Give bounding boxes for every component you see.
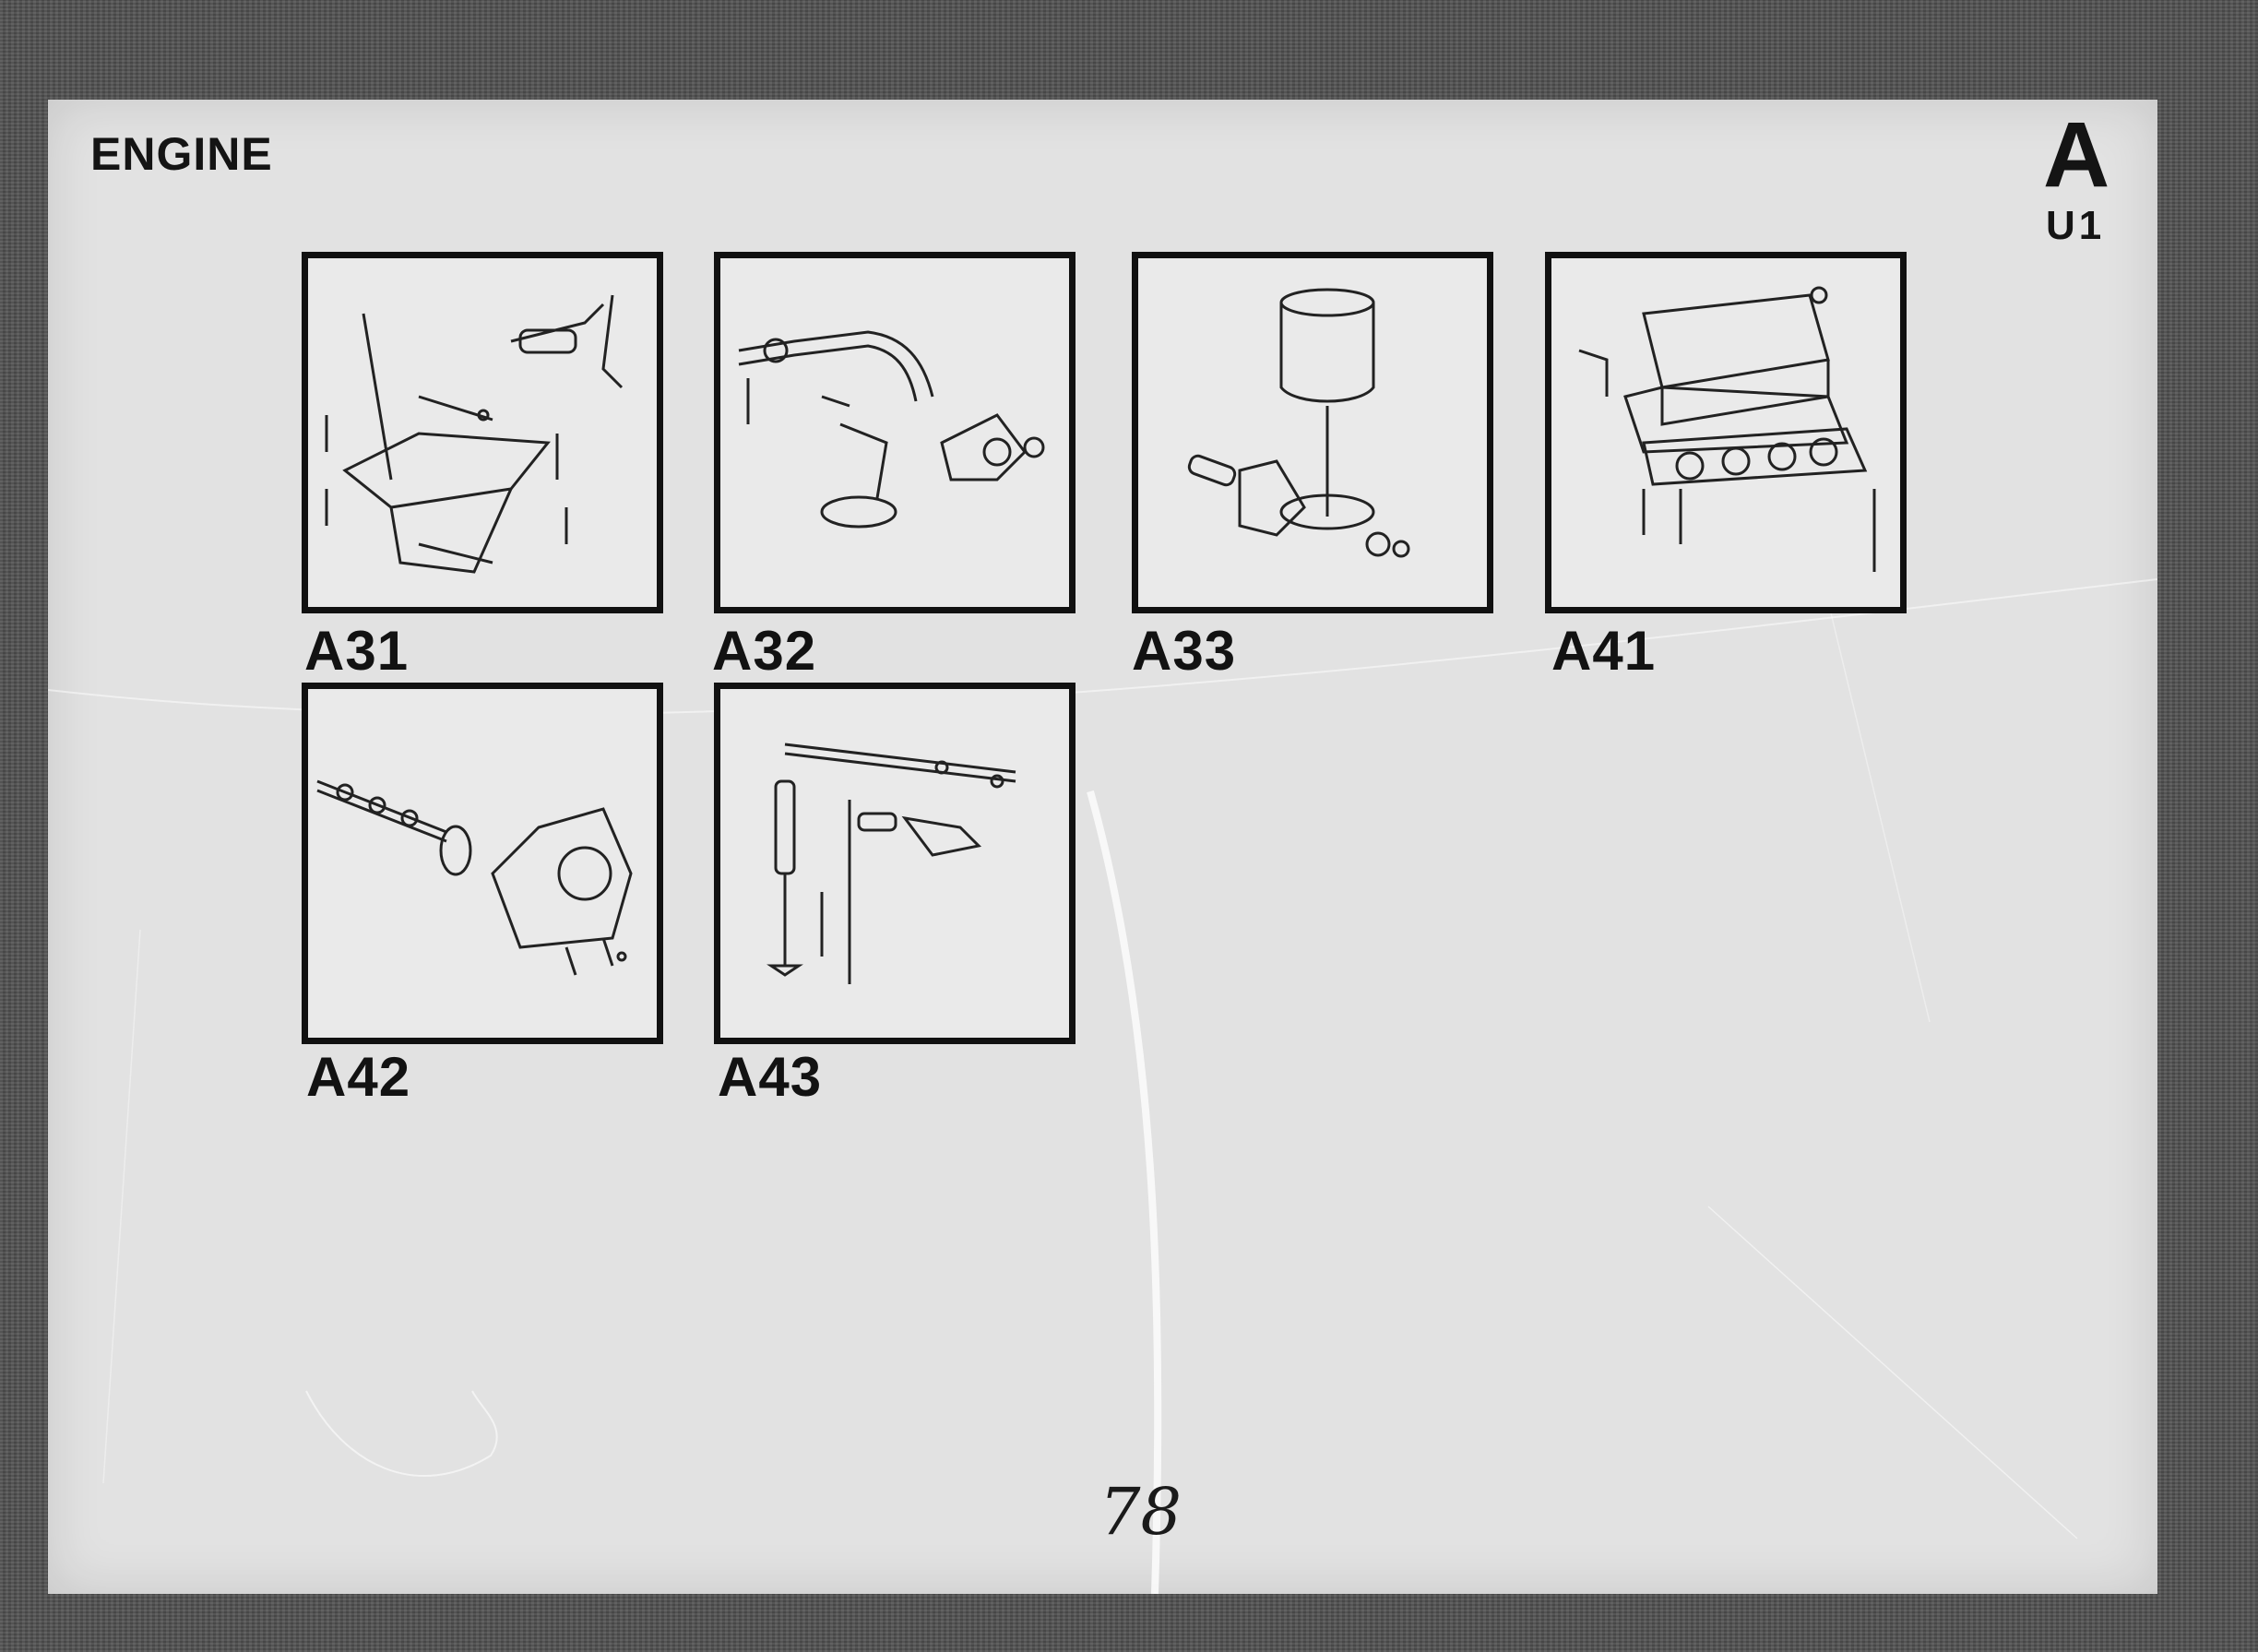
tile-label-a43[interactable]: A43 — [718, 1046, 823, 1108]
tile-label-a32[interactable]: A32 — [712, 620, 817, 682]
tile-a41[interactable] — [1545, 252, 1907, 613]
page-number: 78 — [1099, 1474, 1182, 1550]
camshaft-timing-icon — [316, 779, 633, 976]
tile-label-a31[interactable]: A31 — [304, 620, 410, 682]
tile-a31[interactable] — [302, 252, 663, 613]
tile-a42[interactable] — [302, 683, 663, 1044]
tile-label-a41[interactable]: A41 — [1551, 620, 1657, 682]
catalog-page: ENGINE A U1 A31 — [48, 100, 2157, 1594]
tile-label-a33[interactable]: A33 — [1132, 620, 1237, 682]
section-title: ENGINE — [90, 128, 273, 180]
tile-label-a42[interactable]: A42 — [306, 1046, 411, 1108]
tile-a32[interactable] — [714, 252, 1076, 613]
group-subcode: U1 — [2046, 203, 2106, 248]
oil-filter-icon — [1187, 288, 1410, 558]
oil-pump-pipes-icon — [738, 330, 1045, 529]
tile-a43[interactable] — [714, 683, 1076, 1044]
group-letter: A — [2043, 103, 2110, 207]
oil-sump-assembly-icon — [325, 294, 624, 574]
cylinder-head-icon — [1578, 286, 1876, 572]
tile-a33[interactable] — [1132, 252, 1493, 613]
rocker-valve-gear-icon — [767, 743, 1016, 984]
